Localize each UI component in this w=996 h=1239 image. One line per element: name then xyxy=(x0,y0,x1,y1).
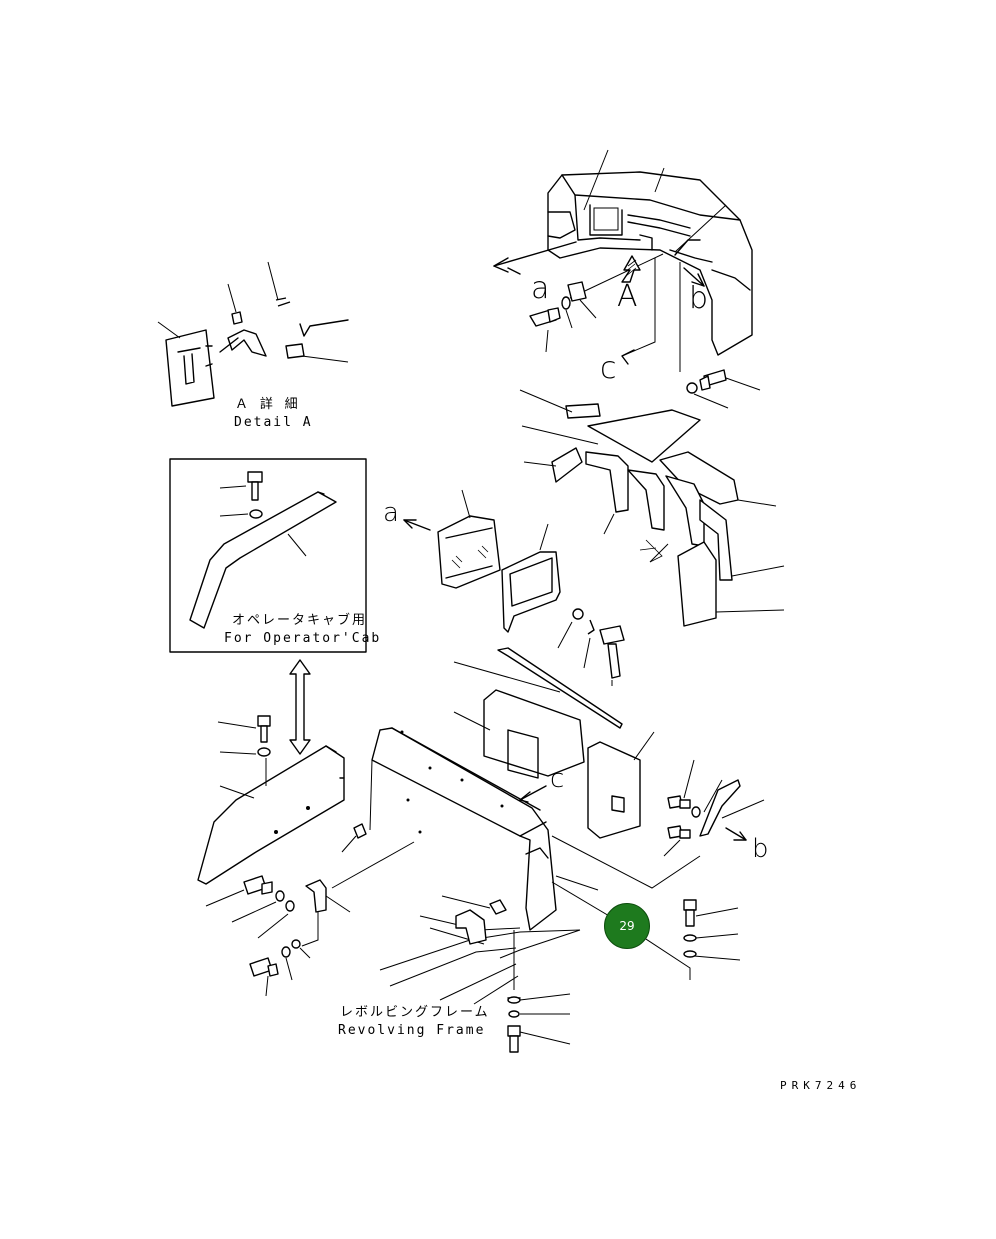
revolving-frame-jp-label: レボルビングフレーム xyxy=(340,1005,490,1020)
part-callout-29[interactable]: 29 xyxy=(604,903,650,949)
operator-cab-jp-label: オペレータキャブ用 xyxy=(232,613,368,628)
detail-a-parts xyxy=(157,261,349,407)
revolving-frame-lines xyxy=(379,895,581,1053)
side-plates xyxy=(403,489,625,686)
operator-cab-en-label: For Operator'Cab xyxy=(224,631,382,646)
detail-a-en-label: Detail A xyxy=(234,415,313,430)
right-bracket xyxy=(663,759,765,857)
view-letter-b-lower: b xyxy=(752,834,769,864)
revolving-frame-en-label: Revolving Frame xyxy=(338,1023,486,1038)
view-letter-c-lower: c xyxy=(550,764,565,794)
drawing-code: PRK7246 xyxy=(780,1079,862,1092)
operator-cab-frame xyxy=(169,458,367,653)
rod-part xyxy=(497,647,623,729)
view-letter-c-top: c xyxy=(600,351,617,386)
lower-right-fasteners xyxy=(551,881,741,980)
callout-number: 29 xyxy=(619,919,635,933)
operator-cab-bracket xyxy=(189,471,337,629)
view-letter-A: A xyxy=(617,279,638,314)
lower-fasteners xyxy=(205,823,415,997)
middle-cover-panels xyxy=(519,389,785,627)
top-cover-assembly xyxy=(547,171,753,356)
lower-panels xyxy=(197,689,701,931)
view-letter-b-top: b xyxy=(689,281,709,316)
view-letter-a-top: a xyxy=(531,271,550,306)
view-letter-a-mid: a xyxy=(383,498,399,528)
detail-a-jp-label: Ａ 詳 細 xyxy=(235,397,300,412)
